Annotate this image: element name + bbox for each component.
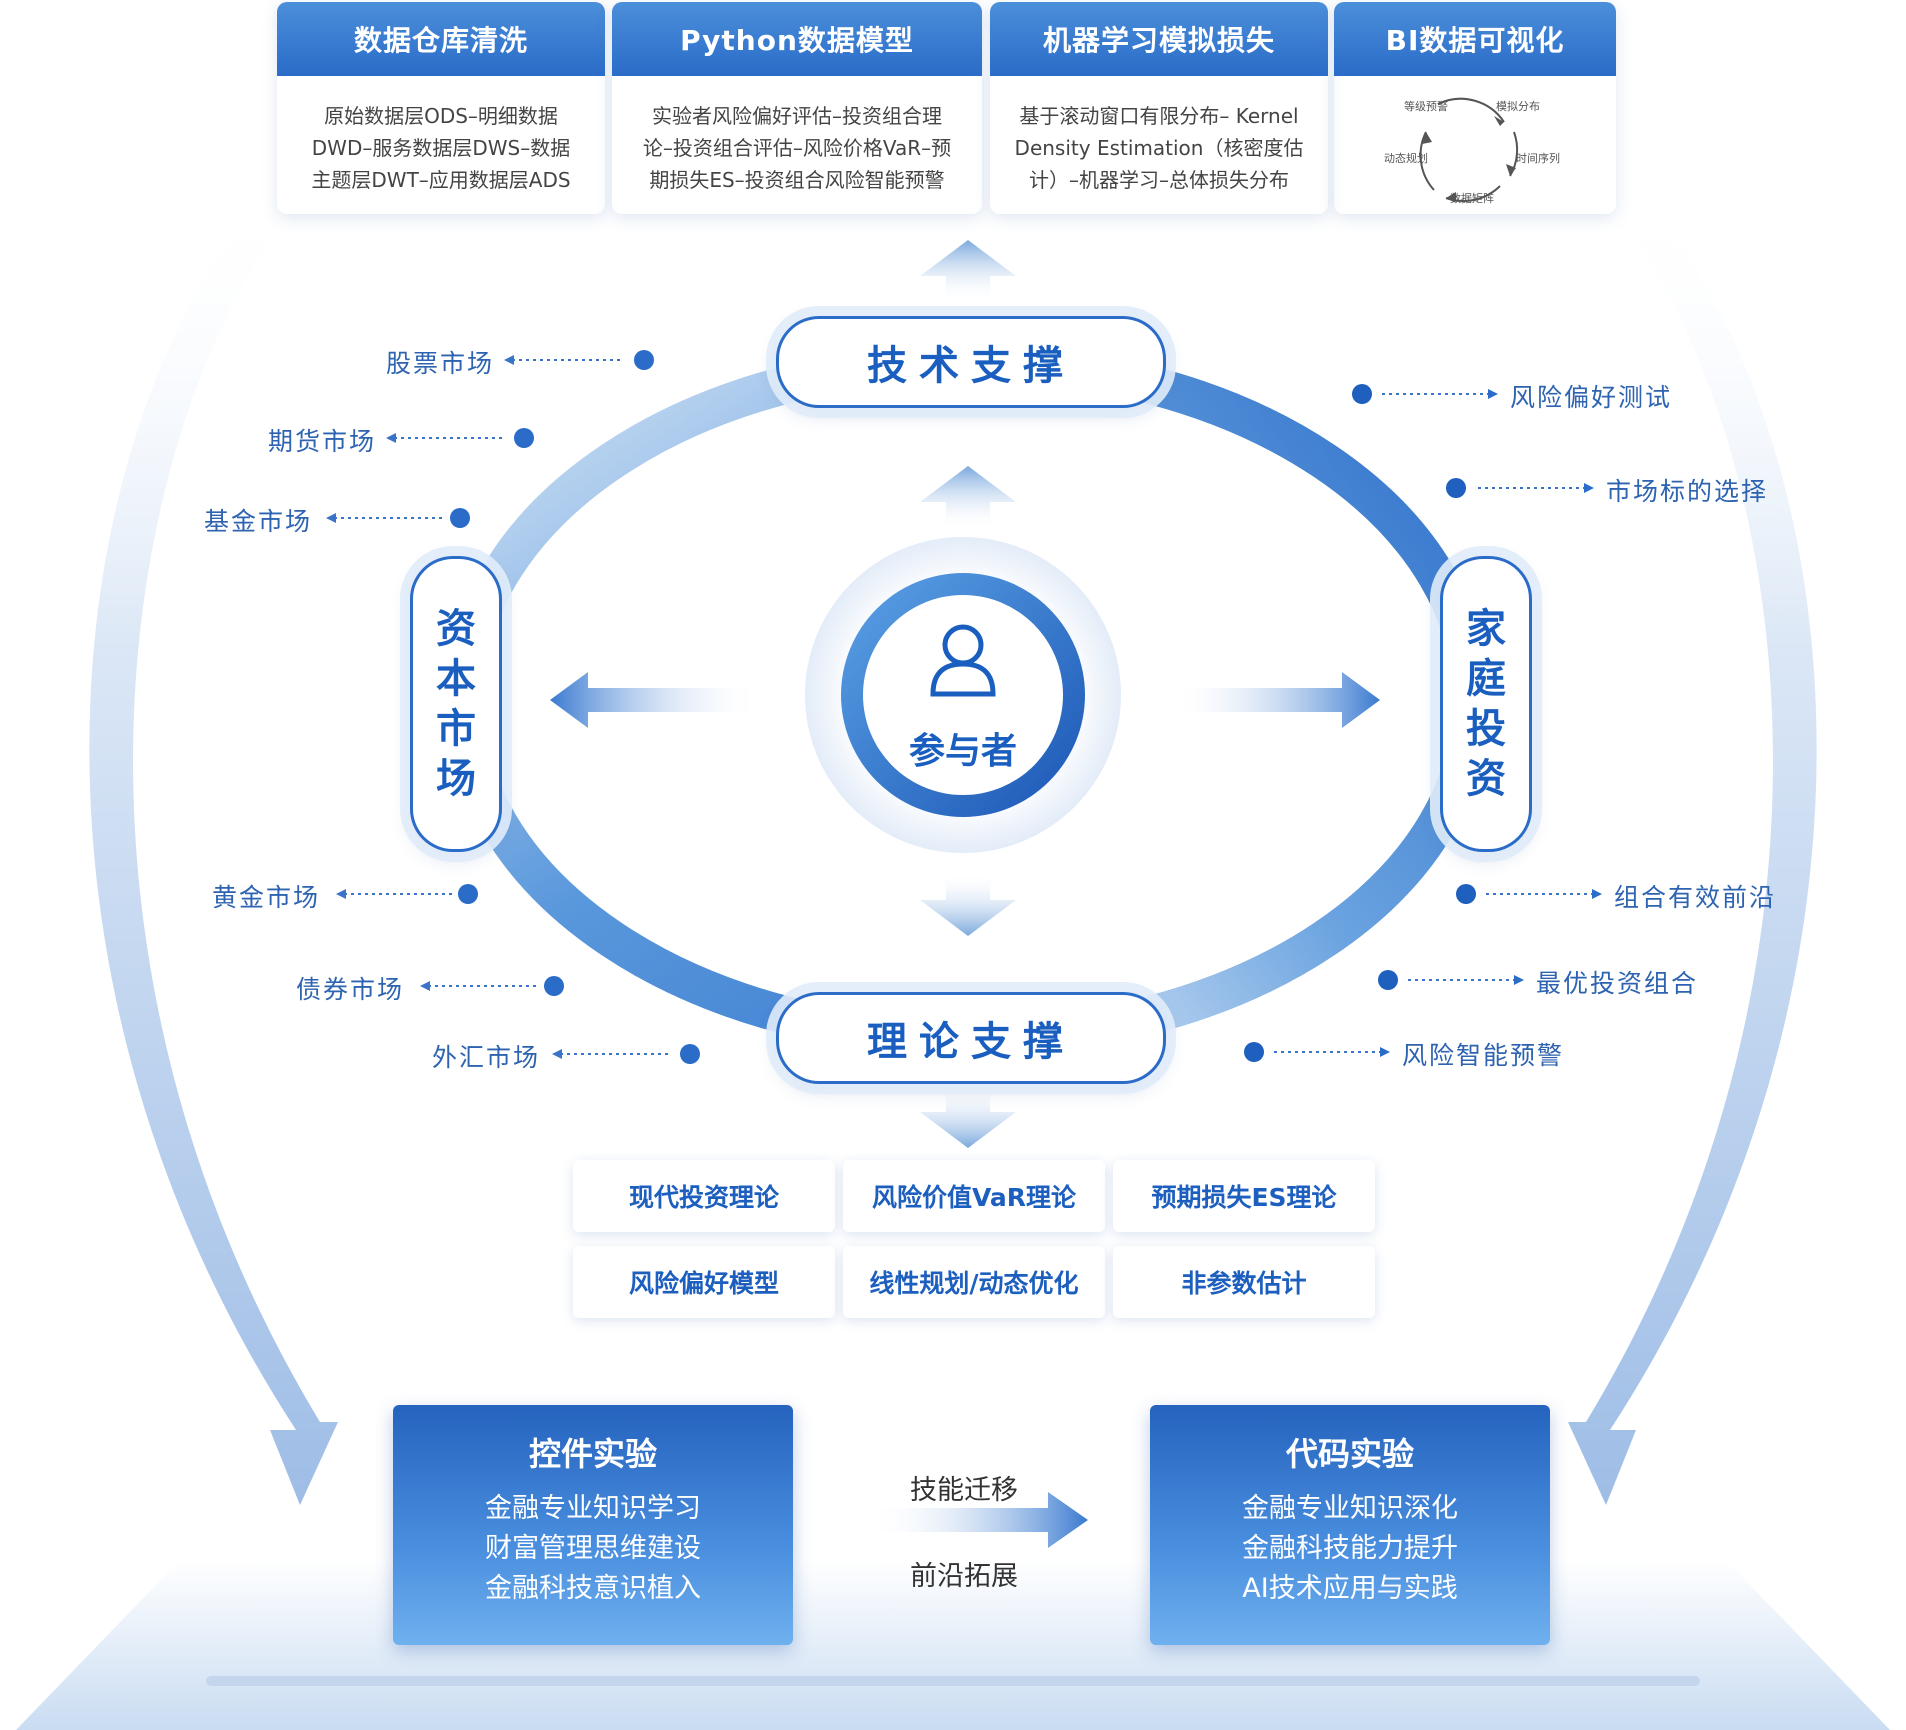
theory-chip: 非参数估计 bbox=[1113, 1246, 1375, 1318]
arrow-up-top bbox=[920, 240, 1016, 302]
market-label: 债券市场 bbox=[296, 975, 405, 1004]
market-label: 黄金市场 bbox=[212, 883, 321, 912]
bottom-card-title: 代码实验 bbox=[1285, 1435, 1414, 1473]
theory-chip: 线性规划/动态优化 bbox=[843, 1246, 1105, 1318]
person-icon bbox=[930, 624, 996, 697]
card-title: Python数据模型 bbox=[612, 2, 982, 76]
bi-cycle-label: 数据矩阵 bbox=[1450, 192, 1494, 205]
household-item-label: 风险偏好测试 bbox=[1510, 383, 1673, 412]
card-line: 计）–机器学习–总体损失分布 bbox=[1029, 168, 1289, 192]
market-label: 外汇市场 bbox=[432, 1043, 541, 1072]
arrow-down-bottom bbox=[920, 1084, 1016, 1148]
pill-household-investment: 家 庭 投 资 bbox=[1440, 556, 1532, 852]
bottom-card-line: 金融科技意识植入 bbox=[485, 1573, 701, 1604]
card-line: 原始数据层ODS–明细数据 bbox=[324, 104, 558, 128]
card-title: 数据仓库清洗 bbox=[277, 2, 605, 76]
pill-char: 场 bbox=[436, 756, 476, 802]
pill-char: 资 bbox=[1466, 756, 1506, 802]
arrow-skill-transfer bbox=[870, 1492, 1088, 1548]
household-item-label: 风险智能预警 bbox=[1402, 1041, 1565, 1070]
bi-cycle-label: 等级预警 bbox=[1404, 100, 1448, 113]
pill-char: 资 bbox=[436, 606, 476, 652]
bi-cycle-label: 动态规划 bbox=[1384, 152, 1428, 165]
bottom-card-line: 金融专业知识学习 bbox=[485, 1493, 701, 1524]
card-line: 主题层DWT–应用数据层ADS bbox=[311, 168, 571, 192]
base-platform-edge bbox=[206, 1676, 1700, 1686]
bottom-card-title: 控件实验 bbox=[528, 1435, 657, 1473]
arrow-up-center bbox=[920, 466, 1016, 530]
right-dots bbox=[1244, 384, 1476, 1062]
card-title: BI数据可视化 bbox=[1334, 2, 1616, 76]
bottom-card-line: 财富管理思维建设 bbox=[485, 1533, 701, 1564]
card-machine-learning: 机器学习模拟损失 基于滚动窗口有限分布– Kernel Density Esti… bbox=[990, 2, 1328, 214]
market-label: 期货市场 bbox=[268, 427, 377, 456]
theory-chip: 风险价值VaR理论 bbox=[843, 1160, 1105, 1232]
card-title: 机器学习模拟损失 bbox=[990, 2, 1328, 76]
pill-theory-support: 理论支撑 bbox=[776, 992, 1166, 1084]
pill-tech-support: 技术支撑 bbox=[776, 316, 1166, 408]
arrow-left-center bbox=[550, 672, 760, 728]
transfer-label-top: 技能迁移 bbox=[910, 1475, 1018, 1506]
card-line: 基于滚动窗口有限分布– Kernel bbox=[1019, 104, 1299, 128]
left-curve-arrow bbox=[89, 186, 338, 1505]
card-line: 实验者风险偏好评估–投资组合理 bbox=[652, 104, 942, 128]
bi-cycle-arrowheads bbox=[1422, 116, 1516, 202]
pill-char: 本 bbox=[436, 656, 476, 702]
theory-chip: 预期损失ES理论 bbox=[1113, 1160, 1375, 1232]
bottom-card-line: 金融专业知识深化 bbox=[1242, 1493, 1458, 1524]
card-line: 期损失ES–投资组合风险智能预警 bbox=[649, 168, 945, 192]
arrow-down-center bbox=[920, 872, 1016, 936]
card-python-model: Python数据模型 实验者风险偏好评估–投资组合理 论–投资组合评估–风险价格… bbox=[612, 2, 982, 214]
bi-cycle-label: 模拟分布 bbox=[1496, 100, 1540, 113]
pill-char: 家 bbox=[1466, 606, 1506, 652]
left-dots bbox=[450, 350, 700, 1064]
household-item-label: 最优投资组合 bbox=[1536, 969, 1699, 998]
card-line: 论–投资组合评估–风险价格VaR–预 bbox=[642, 136, 952, 160]
pill-char: 投 bbox=[1466, 706, 1506, 752]
arrow-right-center bbox=[1170, 672, 1380, 728]
transfer-label-bottom: 前沿拓展 bbox=[910, 1561, 1018, 1592]
right-arrowheads bbox=[1380, 389, 1602, 1057]
card-code-experiment: 代码实验 金融专业知识深化 金融科技能力提升 AI技术应用与实践 bbox=[1150, 1405, 1550, 1645]
bi-cycle-label: 时间序列 bbox=[1516, 152, 1560, 165]
theory-chip: 风险偏好模型 bbox=[573, 1246, 835, 1318]
household-item-label: 组合有效前沿 bbox=[1614, 883, 1777, 912]
card-control-experiment: 控件实验 金融专业知识学习 财富管理思维建设 金融科技意识植入 bbox=[393, 1405, 793, 1645]
left-arrowheads bbox=[326, 355, 562, 1059]
card-bi-visualization: BI数据可视化 bbox=[1334, 2, 1616, 214]
market-label: 股票市场 bbox=[386, 349, 495, 378]
card-line: Density Estimation（核密度估 bbox=[1014, 136, 1304, 160]
center-label: 参与者 bbox=[908, 731, 1017, 772]
bottom-card-line: 金融科技能力提升 bbox=[1242, 1533, 1458, 1564]
household-item-label: 市场标的选择 bbox=[1606, 477, 1769, 506]
theory-chip: 现代投资理论 bbox=[573, 1160, 835, 1232]
left-connectors bbox=[334, 359, 670, 1055]
pill-capital-market: 资 本 市 场 bbox=[410, 556, 502, 852]
card-data-warehouse: 数据仓库清洗 原始数据层ODS–明细数据 DWD–服务数据层DWS–数据 主题层… bbox=[277, 2, 605, 214]
bottom-card-line: AI技术应用与实践 bbox=[1242, 1573, 1458, 1604]
card-line: DWD–服务数据层DWS–数据 bbox=[311, 136, 571, 160]
market-label: 基金市场 bbox=[204, 507, 313, 536]
right-curve-arrow bbox=[1568, 186, 1817, 1505]
pill-char: 市 bbox=[436, 706, 476, 752]
pill-char: 庭 bbox=[1466, 656, 1506, 702]
